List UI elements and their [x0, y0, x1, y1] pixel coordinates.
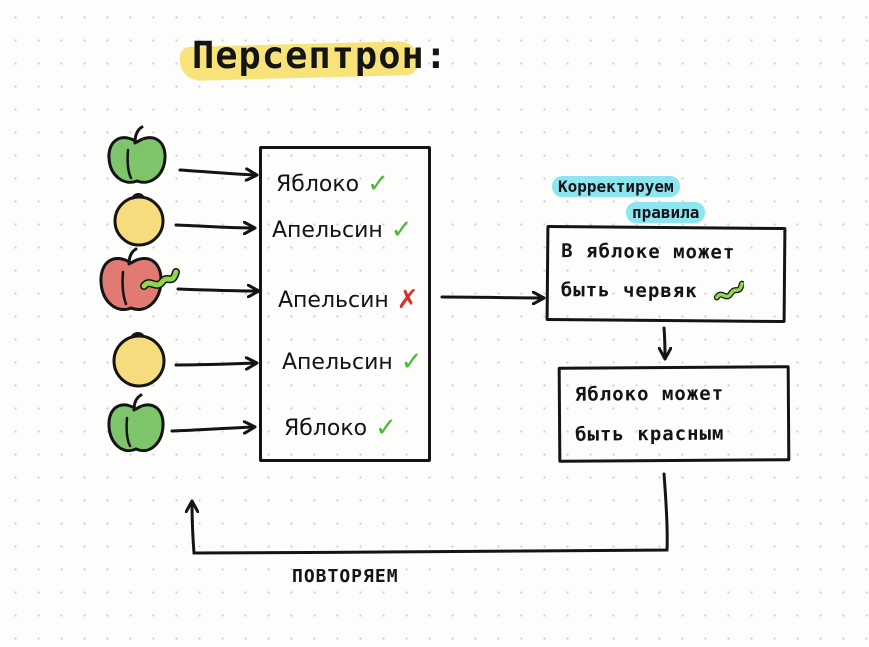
check-mark-icon: ✓: [367, 169, 389, 199]
fruit-body: [112, 334, 166, 388]
red-apple-with-worm-icon: [99, 247, 180, 311]
arrow-input-1: [178, 170, 256, 175]
result-label: Апельсин: [282, 349, 393, 375]
arrow-input-2: [174, 225, 254, 228]
fruit-body: [107, 136, 167, 184]
title-text: Персептрон:: [192, 34, 449, 77]
orange-icon: [113, 193, 165, 247]
repeat-label: ПОВТОРЯЕМ: [292, 566, 399, 587]
result-item: Яблоко ✓: [284, 413, 397, 443]
arrow-input-4: [174, 363, 256, 365]
result-label: Апельсин: [272, 217, 383, 243]
result-label: Яблоко: [284, 415, 368, 441]
green-apple-icon: [107, 393, 165, 452]
correction-label-line1: Корректируем: [552, 176, 680, 197]
result-item: Апельсин ✗: [278, 285, 419, 315]
result-item: Яблоко ✓: [276, 169, 389, 199]
fruit-body: [99, 257, 163, 311]
rule-text-line2: быть красным: [575, 422, 725, 446]
rule-box-red: Яблоко может быть красным: [557, 365, 791, 463]
result-item: Апельсин ✓: [282, 347, 423, 377]
rule-text: быть червяк: [560, 279, 698, 303]
green-apple-icon: [107, 125, 167, 184]
rule-text-line1: Яблоко может: [574, 382, 725, 406]
check-mark-icon: ✓: [400, 347, 423, 377]
orange-icon: [112, 332, 166, 388]
rule-text-line1: В яблоке может: [561, 240, 736, 264]
arrow-input-5: [170, 427, 254, 431]
arrow-rule-to-rule: [664, 326, 665, 358]
correction-label-line2: правила: [626, 202, 706, 223]
result-label: Апельсин: [278, 287, 389, 313]
rule-text-line2: быть червяк: [560, 278, 746, 303]
arrow-to-rules: [440, 297, 543, 298]
check-mark-icon: ✓: [390, 215, 413, 245]
classification-results-box: Яблоко ✓ Апельсин ✓ Апельсин ✗ Апельсин …: [259, 146, 431, 462]
diagram-title: Персептрон:: [178, 28, 447, 82]
arrow-feedback-loop: [192, 472, 669, 555]
rule-box-worm: В яблоке может быть червяк: [545, 224, 787, 324]
check-mark-icon: ✓: [375, 413, 397, 443]
fruit-body: [107, 403, 165, 452]
fruit-body: [113, 195, 165, 247]
cross-mark-icon: ✗: [396, 285, 419, 315]
worm-icon: [714, 280, 746, 301]
result-label: Яблоко: [276, 171, 360, 197]
result-item: Апельсин ✓: [272, 215, 413, 245]
arrow-input-3: [176, 289, 258, 291]
